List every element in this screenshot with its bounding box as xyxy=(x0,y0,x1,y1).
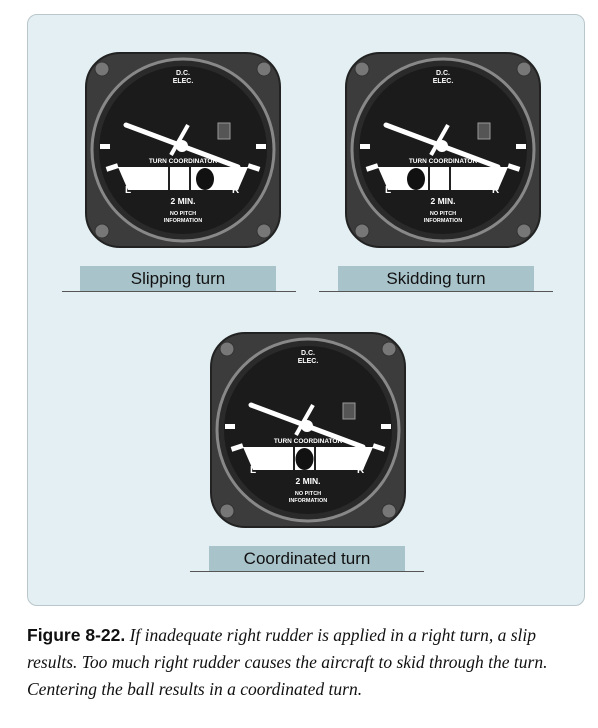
level-mark-right xyxy=(516,144,526,149)
mounting-screw xyxy=(219,341,235,357)
label-underline xyxy=(190,571,424,572)
note-line-2: INFORMATION xyxy=(164,218,202,224)
airplane-symbol xyxy=(123,122,241,170)
left-label: L xyxy=(250,465,256,476)
mounting-screw xyxy=(219,503,235,519)
mounting-screw xyxy=(381,503,397,519)
power-label-2: ELEC. xyxy=(433,78,454,85)
note-line-1: NO PITCH xyxy=(430,211,456,217)
instrument-name: TURN COORDINATOR xyxy=(409,158,478,165)
right-label: R xyxy=(357,465,365,476)
turn-coordinator-skidding: D.C. ELEC. TURN COORDINATOR L R 2 MIN. N… xyxy=(338,45,548,255)
flag-window xyxy=(217,122,231,140)
mounting-screw xyxy=(354,223,370,239)
power-label: D.C. xyxy=(176,70,190,77)
flag-window xyxy=(477,122,491,140)
figure-caption: Figure 8-22. If inadequate right rudder … xyxy=(27,622,587,703)
turn-coordinator-graphic: D.C. ELEC. TURN COORDINATOR L R 2 MIN. N… xyxy=(345,52,541,248)
inclinometer-tube xyxy=(118,167,248,190)
turn-mark-right xyxy=(507,163,521,172)
note-line-1: NO PITCH xyxy=(170,211,196,217)
turn-coordinator-slipping: D.C. ELEC. TURN COORDINATOR L R 2 MIN. N… xyxy=(78,45,288,255)
level-mark-right xyxy=(381,424,391,429)
power-label: D.C. xyxy=(436,70,450,77)
airplane-symbol xyxy=(383,122,501,170)
level-mark-right xyxy=(256,144,266,149)
mounting-screw xyxy=(94,61,110,77)
inclinometer-tube xyxy=(378,167,508,190)
turn-mark-left xyxy=(365,163,379,172)
inclinometer-ball xyxy=(196,168,214,190)
instrument-label: Skidding turn xyxy=(338,266,534,291)
level-mark-left xyxy=(225,424,235,429)
inclinometer-ball xyxy=(407,168,425,190)
mounting-screw xyxy=(516,61,532,77)
right-label: R xyxy=(492,185,500,196)
figure-number: Figure 8-22. xyxy=(27,625,126,645)
label-underline xyxy=(319,291,553,292)
airplane-symbol xyxy=(248,402,366,450)
turn-mark-right xyxy=(247,163,261,172)
mounting-screw xyxy=(516,223,532,239)
left-label: L xyxy=(125,185,131,196)
turn-coordinator-graphic: D.C. ELEC. TURN COORDINATOR L R 2 MIN. N… xyxy=(85,52,281,248)
turn-coordinator-coordinated: D.C. ELEC. TURN COORDINATOR L R 2 MIN. N… xyxy=(203,325,413,535)
note-line-2: INFORMATION xyxy=(424,218,462,224)
power-label-2: ELEC. xyxy=(173,78,194,85)
mounting-screw xyxy=(94,223,110,239)
inclinometer-ball xyxy=(295,448,314,470)
label-underline xyxy=(62,291,296,292)
note-line-2: INFORMATION xyxy=(289,498,327,504)
level-mark-left xyxy=(100,144,110,149)
instrument-name: TURN COORDINATOR xyxy=(274,438,343,445)
note-line-1: NO PITCH xyxy=(295,491,321,497)
flag-window xyxy=(342,402,356,420)
mounting-screw xyxy=(256,223,272,239)
power-label-2: ELEC. xyxy=(298,358,319,365)
turn-mark-left xyxy=(230,443,244,452)
mounting-screw xyxy=(381,341,397,357)
time-label: 2 MIN. xyxy=(430,196,455,206)
right-label: R xyxy=(232,185,240,196)
power-label: D.C. xyxy=(301,350,315,357)
instrument-label: Coordinated turn xyxy=(209,546,405,571)
time-label: 2 MIN. xyxy=(295,476,320,486)
time-label: 2 MIN. xyxy=(170,196,195,206)
turn-coordinator-graphic: D.C. ELEC. TURN COORDINATOR L R 2 MIN. N… xyxy=(210,332,406,528)
instrument-label: Slipping turn xyxy=(80,266,276,291)
mounting-screw xyxy=(354,61,370,77)
level-mark-left xyxy=(360,144,370,149)
mounting-screw xyxy=(256,61,272,77)
figure-caption-text: If inadequate right rudder is applied in… xyxy=(27,625,548,699)
instrument-name: TURN COORDINATOR xyxy=(149,158,218,165)
turn-mark-left xyxy=(105,163,119,172)
turn-mark-right xyxy=(372,443,386,452)
left-label: L xyxy=(385,185,391,196)
